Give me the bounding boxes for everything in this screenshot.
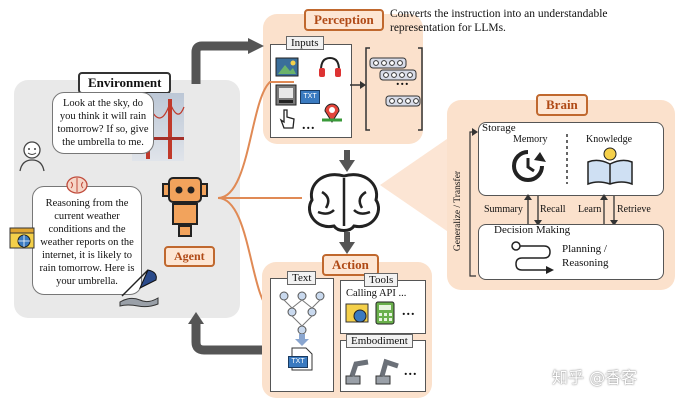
tools-ellipsis: ...	[402, 304, 416, 319]
embedding-tokens	[369, 57, 421, 107]
tools-title: Tools	[364, 273, 399, 287]
embodiment-ellipsis: ...	[404, 364, 418, 379]
brain-small-icon	[66, 176, 88, 194]
memory-label: Memory	[513, 134, 548, 145]
memory-icon	[512, 150, 546, 182]
user-speech-bubble: Look at the sky, do you think it will ra…	[52, 92, 154, 154]
human-icon	[19, 141, 45, 172]
env-to-perception-arrow	[191, 38, 264, 84]
storage-divider	[566, 134, 568, 184]
agent-speech-bubble: Reasoning from the current weather condi…	[32, 186, 142, 295]
knowledge-book-icon	[587, 147, 633, 186]
calculator-icon	[375, 301, 395, 325]
image-icon	[275, 57, 299, 77]
planning-reasoning-label: Planning / Reasoning	[562, 243, 609, 269]
robot-arm-icon	[345, 358, 399, 385]
storage-title: Storage	[482, 122, 516, 134]
storage-box	[478, 122, 664, 196]
txt-badge-output: TXT	[288, 356, 308, 368]
brain-beam	[380, 130, 460, 240]
retrieve-label: Retrieve	[617, 204, 651, 215]
brain-to-action-arrow	[339, 232, 355, 254]
action-to-env-arrow	[188, 312, 264, 355]
storage-decision-arrows	[524, 194, 618, 226]
knowledge-label: Knowledge	[586, 134, 633, 145]
audio-icon	[319, 56, 341, 77]
embedding-ellipsis: ...	[396, 74, 410, 89]
perception-title: Perception	[304, 9, 384, 31]
embedding-bracket	[365, 47, 423, 131]
text-output-title: Text	[287, 271, 317, 285]
learn-label: Learn	[578, 204, 602, 215]
agent-title: Agent	[164, 246, 215, 267]
perception-to-brain-arrow	[339, 150, 355, 172]
embodiment-title: Embodiment	[346, 334, 413, 348]
video-icon	[275, 84, 297, 106]
watermark: 知乎 @香客	[552, 368, 638, 387]
planning-flow-icon	[511, 241, 554, 274]
perception-note: Converts the instruction into an underst…	[390, 8, 608, 34]
recall-label: Recall	[540, 204, 566, 215]
text-network-icon	[279, 291, 325, 335]
txt-badge-input: TXT	[300, 90, 320, 104]
web-browser-icon	[9, 227, 35, 249]
robot-agent-icon	[162, 177, 208, 237]
brain-title: Brain	[536, 94, 588, 116]
decision-making-title: Decision Making	[494, 224, 571, 236]
umbrella-icon	[119, 269, 159, 308]
environment-title: Environment	[78, 72, 172, 94]
summary-label: Summary	[484, 204, 523, 215]
touch-icon	[279, 109, 295, 129]
decision-making-box	[478, 224, 664, 280]
api-web-icon	[345, 303, 369, 323]
inputs-title: Inputs	[286, 36, 324, 50]
generalize-transfer-label: Generalize / Transfer	[453, 170, 464, 252]
inputs-to-embedding-arrow	[350, 81, 366, 89]
action-title: Action	[322, 254, 379, 276]
llm-brain-icon	[308, 173, 380, 232]
generalize-arrow	[469, 128, 478, 277]
inputs-ellipsis: ...	[302, 118, 316, 133]
calling-api-label: Calling API ...	[346, 288, 407, 299]
location-icon	[322, 103, 342, 123]
text-down-arrow	[295, 334, 309, 346]
